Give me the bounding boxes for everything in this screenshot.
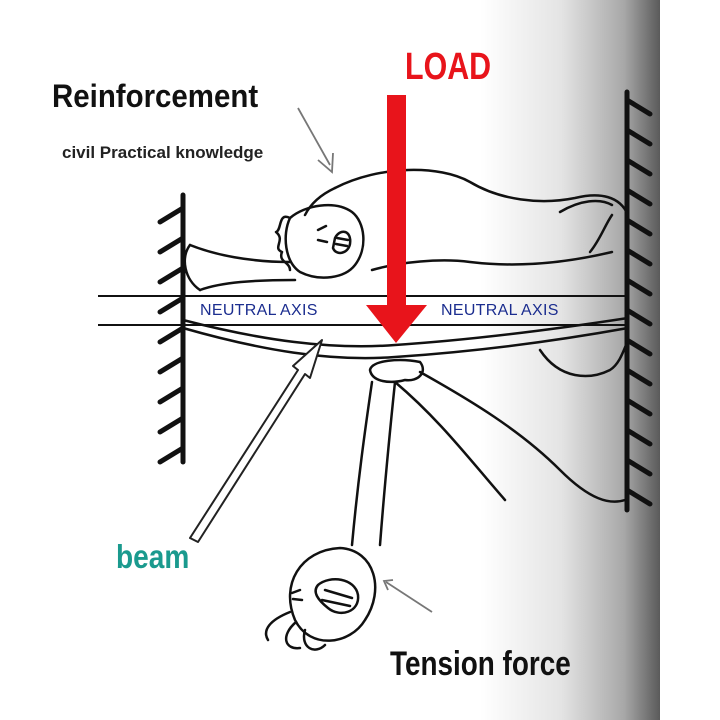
subtitle-label: civil Practical knowledge xyxy=(62,143,264,162)
left-support xyxy=(157,192,186,465)
tension-force-label: Tension force xyxy=(390,645,571,683)
bent-beam xyxy=(182,316,629,360)
reinforcement-label: Reinforcement xyxy=(52,78,259,114)
right-support xyxy=(624,89,653,513)
neutral-axis-right-label: NEUTRAL AXIS xyxy=(441,302,559,319)
neutral-axis-lines xyxy=(98,295,628,326)
load-label: LOAD xyxy=(405,46,492,88)
load-arrow xyxy=(366,95,427,343)
reinforcement-pointer xyxy=(297,107,334,174)
beam-label: beam xyxy=(116,538,190,575)
tension-pointer xyxy=(382,579,433,613)
beam-arrow xyxy=(189,339,323,543)
right-white-margin xyxy=(660,0,720,720)
neutral-axis-left-label: NEUTRAL AXIS xyxy=(200,302,318,319)
tension-figure xyxy=(264,343,628,651)
wall-shading xyxy=(480,0,660,720)
